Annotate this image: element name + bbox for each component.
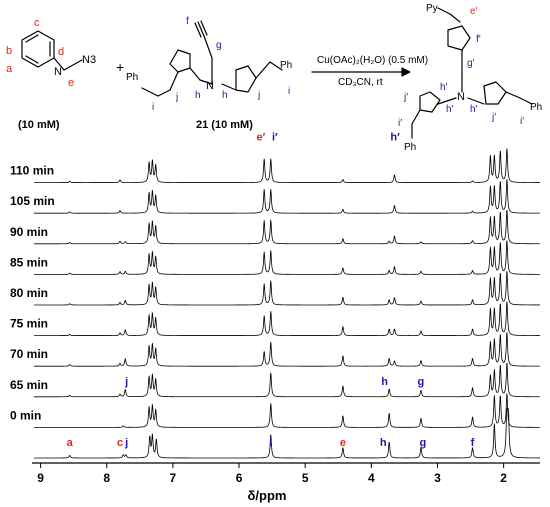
reactant-1-label-d: d	[58, 46, 64, 58]
reactant-1-label-e: e	[68, 77, 74, 89]
trace-label-5: 80 min	[10, 286, 48, 300]
reactant-1-label-c: c	[34, 17, 40, 29]
reactant-1-label-a: a	[6, 63, 13, 75]
arrow-conditions: CD₃CN, rt	[338, 77, 383, 88]
reactant-2-label-h-left: h	[195, 90, 201, 101]
x-tick-label-0: 9	[37, 471, 44, 485]
x-tick-label-1: 8	[103, 471, 110, 485]
product-ph-right: Ph	[530, 102, 542, 113]
x-axis: 9 8 7 6 5 4 3 2 δ/ppm	[32, 462, 540, 503]
peak-label-10: g	[418, 376, 425, 388]
nmr-trace-6	[33, 240, 540, 275]
nmr-spectra	[33, 148, 540, 459]
peak-label-9: h	[381, 376, 388, 388]
reactant-1-label-b: b	[6, 45, 12, 57]
trace-label-9: 110 min	[10, 164, 54, 178]
trace-label-2: 65 min	[10, 378, 48, 392]
x-tick-label-7: 2	[500, 471, 507, 485]
product-label-h-prime-left: h′	[446, 104, 454, 115]
reactant-2-ph-right: Ph	[280, 60, 292, 71]
reactant-2-ph-left: Ph	[126, 72, 138, 83]
trace-labels: 0 min 65 min 70 min 75 min 80 min 85 min 90 mi…	[10, 164, 55, 423]
x-tick-label-3: 6	[236, 471, 243, 485]
x-tick-label-2: 7	[170, 471, 177, 485]
nmr-trace-5	[33, 271, 540, 306]
nmr-trace-2	[33, 362, 540, 398]
peak-label-13: h′	[390, 132, 400, 144]
product-label-h-prime-right: h′	[470, 104, 478, 115]
nmr-trace-1	[33, 393, 540, 428]
product-label-j-prime-right: j′	[491, 112, 496, 123]
reactant-2-label-f: f	[186, 16, 189, 27]
trace-label-3: 70 min	[10, 347, 48, 361]
reactant-2-label-i-left: i	[152, 102, 154, 113]
reactant-2-structure	[141, 20, 283, 97]
trace-label-6: 85 min	[10, 255, 48, 269]
x-tick-label-6: 3	[434, 471, 441, 485]
peak-label-4: e	[340, 437, 346, 449]
product-py-group: Py	[426, 3, 438, 14]
product-label-h-prime-top: h′	[440, 82, 448, 93]
x-axis-ticks: 9 8 7 6 5 4 3 2	[37, 463, 507, 485]
trace-label-7: 90 min	[10, 225, 48, 239]
reactant-2-n-atom: N	[206, 80, 214, 92]
reaction-scheme: N N3 a b c d e (10 mM) + Ph Ph N	[6, 3, 542, 153]
nmr-trace-0	[33, 408, 540, 459]
nmr-trace-8	[33, 179, 540, 214]
reactant-1-concentration: (10 mM)	[18, 119, 60, 131]
x-tick-label-5: 4	[368, 471, 375, 485]
product-label-e-prime: e′	[470, 6, 478, 17]
reactant-2-label-j-left: j	[175, 92, 178, 103]
reactant-2-label-i-right: i	[288, 86, 290, 97]
plus-sign: +	[116, 59, 124, 75]
product-n-atom: N	[457, 91, 465, 103]
nmr-trace-7	[33, 209, 540, 245]
reactant-1-structure	[21, 30, 83, 71]
product-label-g-prime: g′	[467, 58, 475, 69]
reactant-2-label-j-right: j	[257, 90, 260, 101]
trace-label-1: 0 min	[10, 408, 41, 422]
product-structure	[411, 7, 533, 139]
reactant-1-n-atom: N	[54, 66, 62, 78]
peak-label-8: j	[124, 376, 128, 388]
product-label-i-prime-left: i′	[398, 118, 402, 129]
peak-label-2: j	[124, 437, 128, 449]
product-label-f-prime: f′	[476, 34, 481, 45]
arrow-reagent: Cu(OAc)₂(H₂O) (0.5 mM)	[317, 55, 428, 66]
reactant-2-label-g: g	[216, 40, 222, 51]
reactant-2-label-h-right: h	[222, 90, 228, 101]
reactant-2-compound-label: 21 (10 mM)	[196, 119, 253, 131]
trace-label-4: 75 min	[10, 317, 48, 331]
peak-label-5: h	[380, 437, 387, 449]
x-axis-title: δ/ppm	[248, 488, 287, 503]
peak-label-6: g	[420, 437, 427, 449]
x-tick-label-4: 5	[302, 471, 309, 485]
nmr-trace-3	[33, 332, 540, 367]
peak-label-12: i′	[272, 132, 278, 144]
peak-label-3: i	[269, 437, 272, 449]
product-label-j-prime-left: j′	[403, 92, 408, 103]
nmr-trace-9	[33, 148, 540, 184]
peak-label-11: e′	[257, 132, 266, 144]
reaction-arrow-head	[401, 67, 411, 77]
product-label-i-prime-right: i′	[520, 116, 524, 127]
peak-label-0: a	[67, 437, 74, 449]
peak-label-1: c	[117, 437, 123, 449]
peak-label-7: f	[471, 437, 475, 449]
product-ph-left: Ph	[404, 142, 416, 153]
reactant-1-n3-group: N3	[82, 54, 96, 66]
trace-label-8: 105 min	[10, 194, 55, 208]
nmr-trace-4	[33, 301, 540, 337]
